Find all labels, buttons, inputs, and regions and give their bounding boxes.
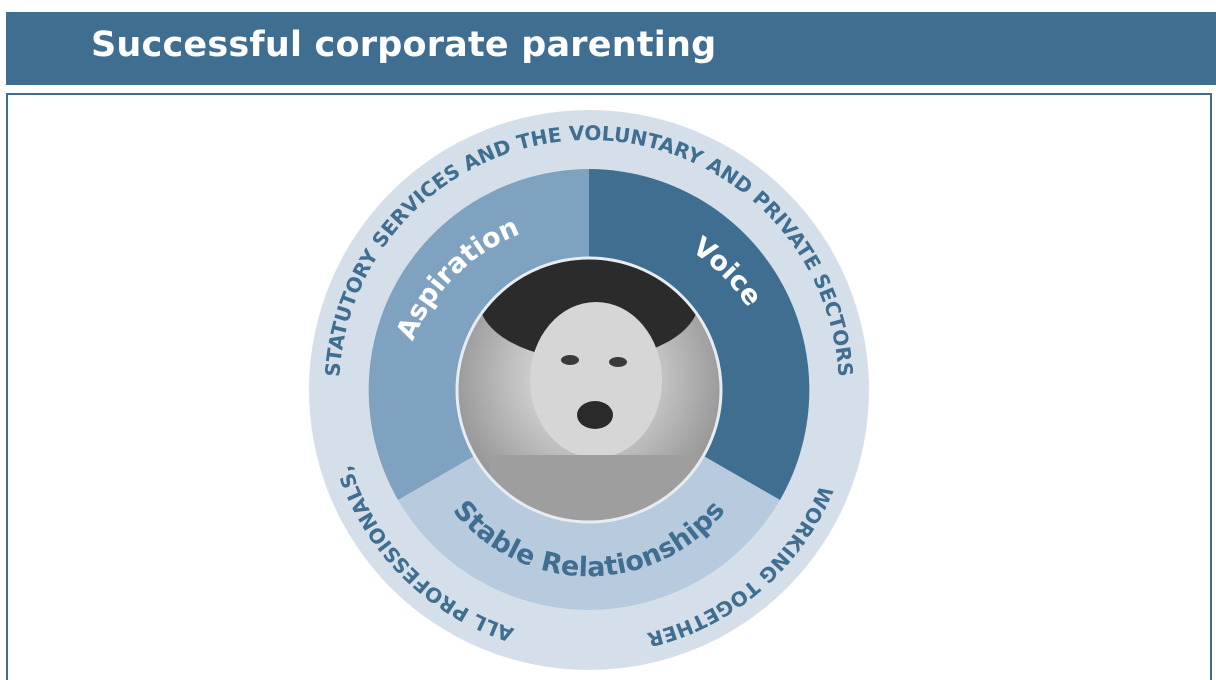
face — [530, 302, 662, 458]
page-title: Successful corporate parenting — [91, 25, 717, 65]
diagram-frame — [6, 93, 1212, 680]
center-photo — [457, 258, 721, 522]
header-banner: Successful corporate parenting — [6, 12, 1216, 85]
